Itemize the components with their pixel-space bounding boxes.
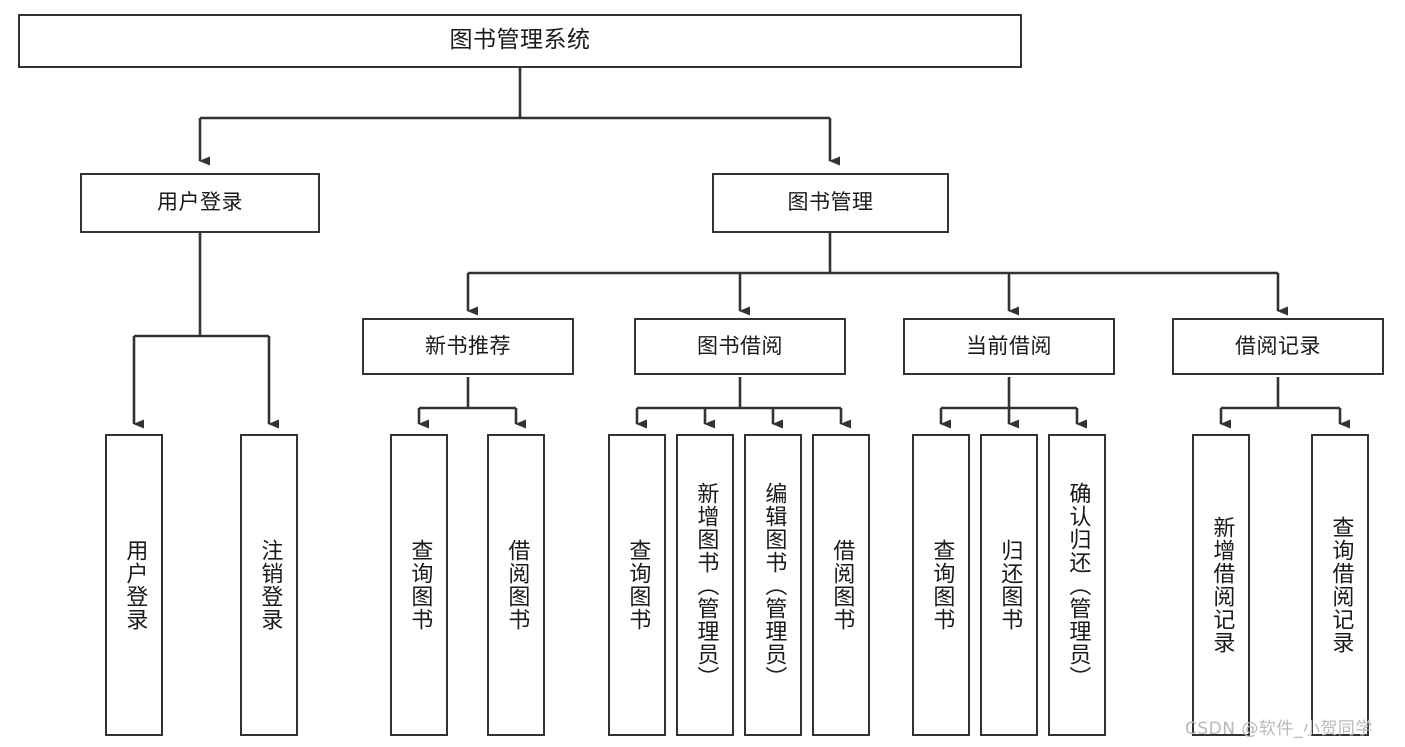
leaf-query-book-current[interactable]: 查询图书 <box>912 434 970 736</box>
leaf-borrow-book[interactable]: 借阅图书 <box>812 434 870 736</box>
leaf-query-borrow-record[interactable]: 查询借阅记录 <box>1311 434 1369 736</box>
leaf-add-borrow-record[interactable]: 新增借阅记录 <box>1192 434 1250 736</box>
node-new-book-recommend[interactable]: 新书推荐 <box>362 318 574 375</box>
node-user-login[interactable]: 用户登录 <box>80 173 320 233</box>
node-label: 借阅记录 <box>1235 333 1321 358</box>
node-label: 新增图书（管理员） <box>693 481 719 689</box>
node-label: 图书借阅 <box>697 333 783 358</box>
node-label: 查询图书 <box>929 539 955 631</box>
node-label: 借阅图书 <box>829 539 855 631</box>
watermark: CSDN @软件_小贺同学 <box>1185 719 1373 739</box>
node-label: 查询图书 <box>407 539 433 631</box>
node-label: 新增借阅记录 <box>1209 516 1235 654</box>
leaf-confirm-return-admin[interactable]: 确认归还（管理员） <box>1048 434 1106 736</box>
leaf-add-book-admin[interactable]: 新增图书（管理员） <box>676 434 734 736</box>
node-book-borrow[interactable]: 图书借阅 <box>634 318 846 375</box>
node-current-borrow[interactable]: 当前借阅 <box>903 318 1115 375</box>
leaf-logout[interactable]: 注销登录 <box>240 434 298 736</box>
leaf-borrow-book-recommend[interactable]: 借阅图书 <box>487 434 545 736</box>
node-label: 编辑图书（管理员） <box>761 481 787 689</box>
node-borrow-record[interactable]: 借阅记录 <box>1172 318 1384 375</box>
node-label: 当前借阅 <box>966 333 1052 358</box>
node-label: 归还图书 <box>997 539 1023 631</box>
node-label: 新书推荐 <box>425 333 511 358</box>
node-book-management-system[interactable]: 图书管理系统 <box>18 14 1022 68</box>
leaf-return-book[interactable]: 归还图书 <box>980 434 1038 736</box>
leaf-query-book-borrow[interactable]: 查询图书 <box>608 434 666 736</box>
leaf-query-book-recommend[interactable]: 查询图书 <box>390 434 448 736</box>
leaf-edit-book-admin[interactable]: 编辑图书（管理员） <box>744 434 802 736</box>
leaf-user-login[interactable]: 用户登录 <box>105 434 163 736</box>
node-label: 用户登录 <box>157 190 243 215</box>
node-label: 借阅图书 <box>504 539 530 631</box>
node-label: 查询图书 <box>625 539 651 631</box>
node-book-management[interactable]: 图书管理 <box>712 173 949 233</box>
node-label: 图书管理 <box>787 190 874 215</box>
node-label: 用户登录 <box>122 539 148 631</box>
node-label: 图书管理系统 <box>449 27 591 54</box>
node-label: 注销登录 <box>257 539 283 631</box>
node-label: 确认归还（管理员） <box>1065 481 1091 689</box>
node-label: 查询借阅记录 <box>1328 516 1354 654</box>
